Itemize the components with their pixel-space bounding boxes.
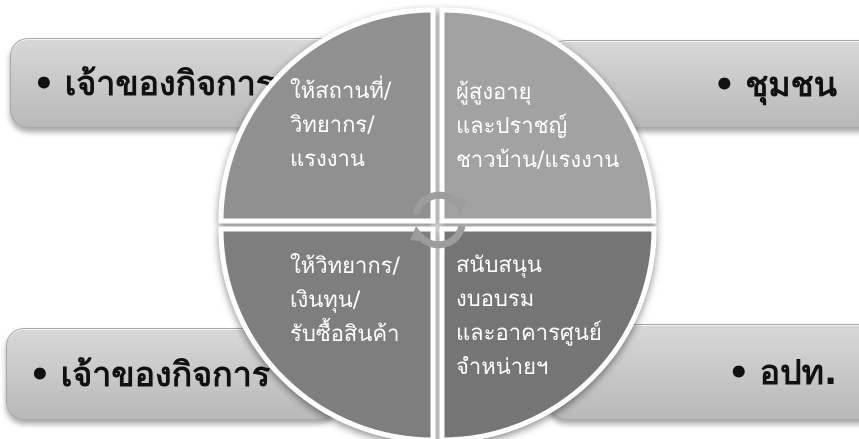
quadrant-top-right [439,7,657,224]
quadrant-line: ให้สถานที่/ [290,79,392,104]
bullet: • [29,355,51,395]
quadrant-bottom-left [218,226,436,439]
quadrant-line: และอาคารศูนย์ [456,321,602,346]
stakeholder-label-top-left: •เจ้าของกิจการ [11,56,274,110]
quadrant-text-bottom-right: สนับสนุน งบอบรม และอาคารศูนย์ จำหน่ายฯ [456,249,602,385]
bullet: • [727,353,750,393]
quadrant-text-bottom-left: ให้วิทยากร/ เงินทุน/ รับซื้อสินค้า [290,250,400,352]
quadrant-top-left [218,7,436,224]
quadrant-line: ชาวบ้าน/แรงงาน [456,148,620,173]
stakeholder-text-bottom-left: เจ้าของกิจการ [60,355,271,395]
quadrant-line: วิทยากร/ [290,113,375,138]
bullet: • [33,64,55,104]
bullet: • [713,65,736,105]
quadrant-line: แรงงาน [290,147,365,172]
quadrant-line: และปราชญ์ [456,114,568,139]
quadrant-line: รับซื้อสินค้า [290,322,400,347]
quadrant-text-top-right: ผู้สูงอายุ และปราชญ์ ชาวบ้าน/แรงงาน [456,76,619,178]
quadrant-line: งบอบรม [456,287,535,312]
stakeholder-label-bottom-right: •อปท. [728,345,837,399]
stakeholder-text-top-left: เจ้าของกิจการ [64,64,275,104]
stakeholder-label-top-right: •ชุมชน [713,57,837,111]
stakeholder-text-top-right: ชุมชน [745,65,837,105]
stakeholder-label-bottom-left: •เจ้าของกิจการ [7,347,270,401]
quadrant-text-top-left: ให้สถานที่/ วิทยากร/ แรงงาน [290,75,391,177]
quadrant-line: ผู้สูงอายุ [456,80,532,105]
quadrant-line: สนับสนุน [456,253,542,278]
cycle-arrows-icon [410,191,466,249]
quadrant-line: ให้วิทยากร/ [290,254,400,279]
quadrant-bottom-right [439,226,657,439]
stakeholder-text-bottom-right: อปท. [759,353,837,393]
quadrant-line: จำหน่ายฯ [456,355,549,380]
quadrant-line: เงินทุน/ [290,288,361,313]
